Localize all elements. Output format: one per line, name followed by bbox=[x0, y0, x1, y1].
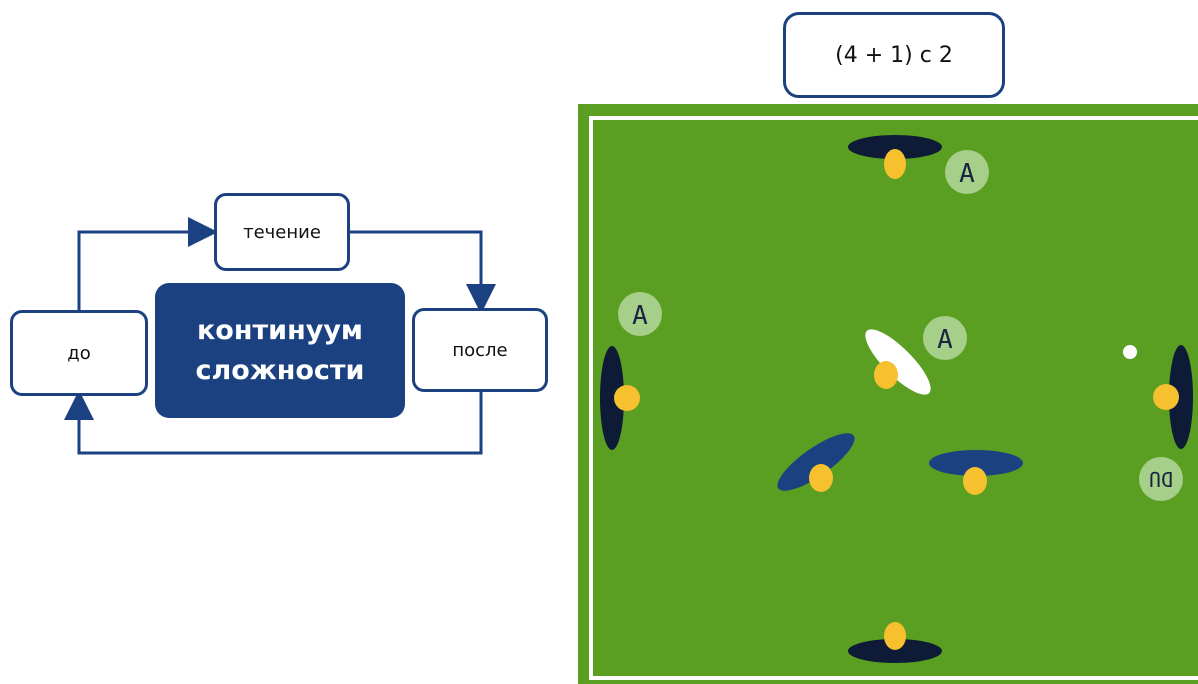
tag-right-text: DU bbox=[1149, 467, 1173, 491]
player-top bbox=[884, 149, 906, 179]
tag-left-text: A bbox=[632, 301, 648, 331]
zone-blue-right bbox=[929, 450, 1023, 476]
tag-left-circle bbox=[618, 292, 662, 336]
tag-center-text: A bbox=[937, 325, 953, 355]
player-left bbox=[614, 385, 640, 411]
arrow-after-to-before bbox=[64, 390, 483, 455]
zone-top bbox=[848, 135, 942, 159]
field-boundary bbox=[589, 116, 1198, 680]
arrow-before-to-flow bbox=[77, 217, 218, 310]
player-bottom bbox=[884, 622, 906, 650]
formula-box: (4 + 1) с 2 bbox=[783, 12, 1005, 98]
flow-node-left: до bbox=[10, 310, 148, 396]
flow-node-top-label: течение bbox=[243, 221, 321, 243]
zone-center-white bbox=[865, 329, 931, 395]
flow-node-right-label: после bbox=[452, 339, 508, 361]
center-line-2: сложности bbox=[195, 354, 365, 386]
zone-blue-left bbox=[777, 433, 855, 491]
tag-center-circle bbox=[923, 316, 967, 360]
tag-top-text: A bbox=[959, 159, 975, 189]
ball bbox=[1123, 345, 1137, 359]
tag-right-circle bbox=[1139, 457, 1183, 501]
flow-node-left-label: до bbox=[67, 342, 91, 364]
player-blue-left bbox=[809, 464, 833, 492]
player-blue-right bbox=[963, 467, 987, 495]
flow-node-top: течение bbox=[214, 193, 350, 271]
zone-left bbox=[600, 346, 624, 450]
field-grass bbox=[578, 104, 1198, 684]
formula-text: (4 + 1) с 2 bbox=[835, 42, 953, 68]
tag-top-circle bbox=[945, 150, 989, 194]
arrow-flow-to-after bbox=[348, 230, 496, 314]
zone-bottom bbox=[848, 639, 942, 663]
player-right bbox=[1153, 384, 1179, 410]
center-line-1: континуум bbox=[196, 314, 364, 346]
flow-node-right: после bbox=[412, 308, 548, 392]
zone-right bbox=[1169, 345, 1193, 449]
complexity-continuum-box: континуум сложности bbox=[155, 283, 405, 418]
player-center bbox=[874, 361, 898, 389]
